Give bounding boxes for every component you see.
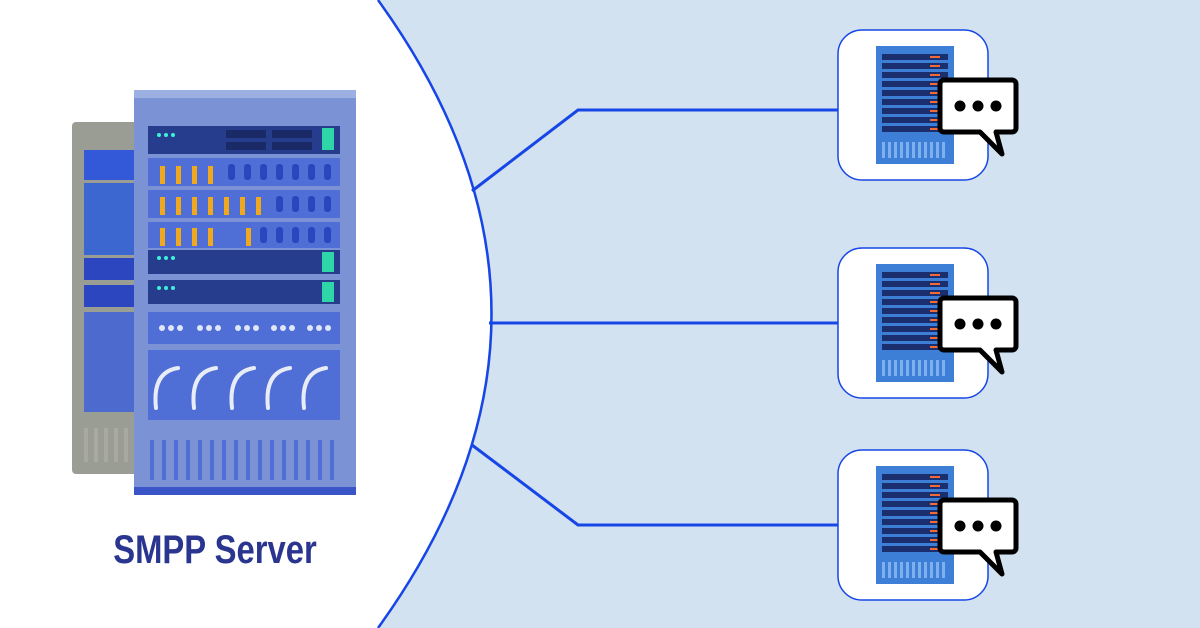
client-node [837, 449, 1019, 601]
connector-line-top [471, 108, 840, 193]
client-node [837, 29, 1019, 181]
server-rack-icon [876, 466, 954, 584]
chat-bubble-icon [937, 295, 1019, 375]
client-node [837, 247, 1019, 399]
server-rack-front-icon [134, 90, 356, 495]
chat-bubble-icon [937, 77, 1019, 157]
network-panel [378, 0, 1200, 628]
server-label: SMPP Server [113, 528, 317, 572]
connector-line-bottom [471, 443, 840, 527]
client-nodes [837, 29, 1019, 601]
panel-boundary-curve [376, 0, 493, 628]
chat-bubble-icon [937, 497, 1019, 577]
